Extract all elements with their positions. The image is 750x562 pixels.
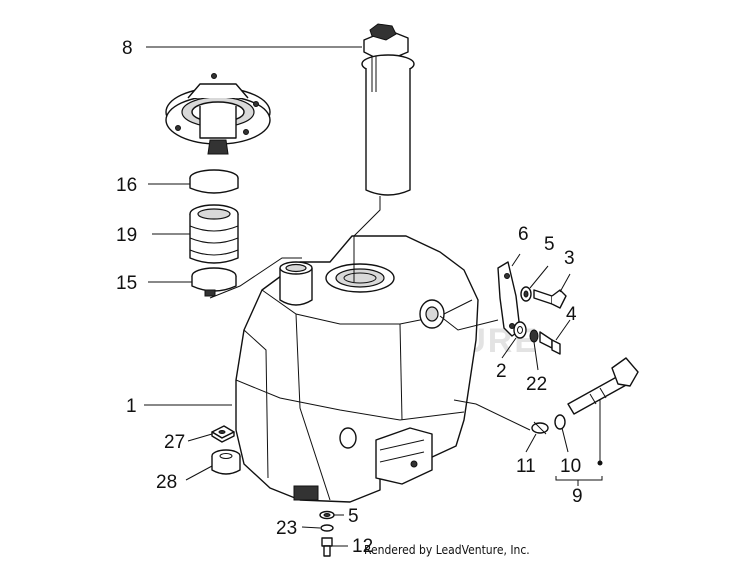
part-12-bolt[interactable]: [321, 537, 333, 557]
part-23-washer[interactable]: [320, 524, 334, 532]
leader-lines: [144, 46, 603, 547]
callout-27: 27: [164, 432, 185, 453]
callout-22: 22: [526, 374, 547, 395]
part-15-hose-clamp[interactable]: [191, 267, 237, 297]
part-5-washer-lower[interactable]: [319, 510, 335, 520]
part-9-fuel-hose-assembly[interactable]: [567, 357, 639, 415]
part-28-grommet[interactable]: [211, 449, 241, 475]
callout-19: 19: [116, 225, 137, 246]
callout-5-upper: 5: [544, 234, 555, 255]
callout-5-lower: 5: [348, 506, 359, 527]
part-16-hose-clamp[interactable]: [189, 169, 239, 194]
callout-labels: 8 16 19 15 6 5 3 4 2 22 1 27 28 11 10 9 …: [116, 38, 583, 557]
part-3-bolt[interactable]: [533, 289, 567, 309]
callout-6: 6: [518, 224, 529, 245]
callout-12: 12: [352, 536, 373, 557]
part-8-fuel-sender[interactable]: [361, 23, 415, 196]
part-5-washer-upper[interactable]: [520, 286, 532, 302]
callout-15: 15: [116, 273, 137, 294]
part-2-washer[interactable]: [513, 321, 527, 339]
callout-10: 10: [560, 456, 581, 477]
callout-1: 1: [126, 396, 137, 417]
callout-4: 4: [566, 304, 577, 325]
part-10-o-ring[interactable]: [554, 414, 566, 430]
callout-2: 2: [496, 361, 507, 382]
part-19-filler-neck-hose[interactable]: [189, 204, 239, 264]
callout-11: 11: [516, 456, 536, 477]
part-1-fuel-tank[interactable]: [235, 235, 479, 503]
part-27-nut[interactable]: [211, 425, 235, 443]
part-11-hose-clamp[interactable]: [531, 421, 549, 435]
filler-flange-ring[interactable]: [165, 73, 271, 155]
callout-28: 28: [156, 472, 177, 493]
callout-23: 23: [276, 518, 297, 539]
callout-3: 3: [564, 248, 575, 269]
part-4-bolt[interactable]: [539, 331, 561, 355]
credit-text: Rendered by LeadVenture, Inc.: [364, 543, 530, 557]
callout-16: 16: [116, 175, 137, 196]
callout-9: 9: [572, 486, 583, 507]
part-22-washer[interactable]: [529, 329, 539, 343]
callout-8: 8: [122, 38, 133, 59]
